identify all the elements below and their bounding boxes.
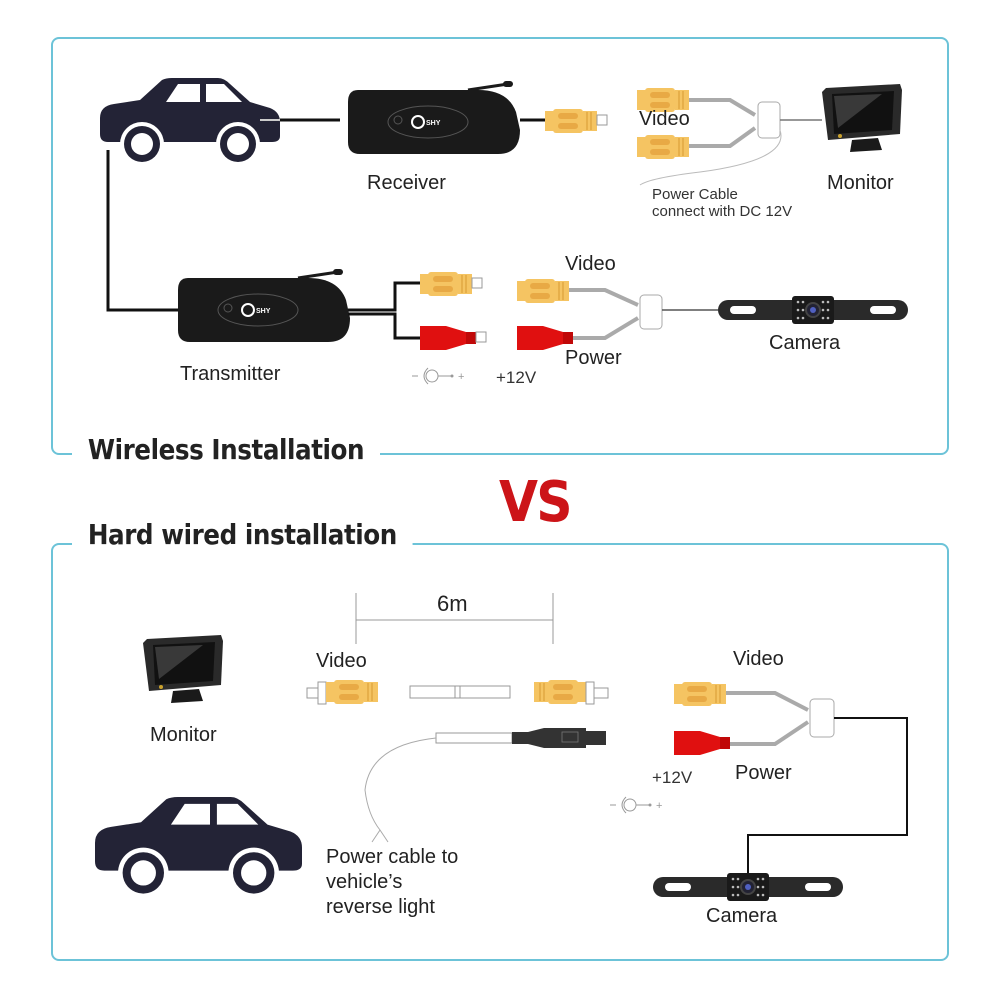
video-label-camera-hardwired: Video (733, 648, 784, 670)
power-cable-note: Power cable to vehicle’s reverse light (326, 845, 458, 920)
camera-label: Camera (769, 332, 841, 354)
power-label: Power (565, 347, 622, 369)
voltage-label-hardwired: +12V (652, 768, 693, 787)
video-label-camera: Video (565, 253, 616, 275)
transmitter-label: Transmitter (180, 363, 281, 385)
vs-label: VS (499, 470, 572, 535)
voltage-label: +12V (496, 368, 537, 387)
monitor-label: Monitor (827, 172, 894, 194)
wireless-installation-title: Wireless Installation (72, 433, 380, 466)
power-cable-dc-label: connect with DC 12V (652, 203, 793, 220)
monitor-label-hardwired: Monitor (150, 724, 217, 746)
receiver-label: Receiver (367, 172, 446, 194)
video-label-monitor: Video (639, 108, 690, 130)
camera-label-hardwired: Camera (706, 905, 778, 927)
power-label-hardwired: Power (735, 762, 792, 784)
video-cable-label: Video (316, 650, 367, 672)
power-cable-label: Power Cable (652, 186, 738, 203)
hardwired-installation-title: Hard wired installation (72, 518, 413, 551)
hardwired-installation-panel (51, 543, 949, 961)
cable-length-label: 6m (437, 591, 468, 616)
wireless-installation-panel (51, 37, 949, 455)
power-cable-note-line1: Power cable to (326, 846, 459, 868)
power-cable-note-line3: reverse light (326, 896, 435, 918)
power-cable-note-line2: vehicle’s (326, 871, 403, 893)
